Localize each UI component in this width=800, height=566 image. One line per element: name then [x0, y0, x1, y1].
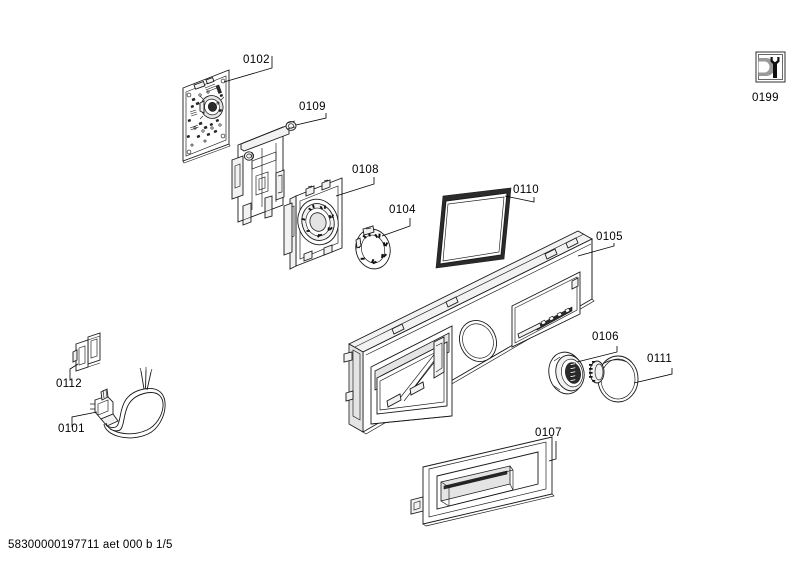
- part-0108-encoder-support-frame: [283, 177, 375, 270]
- part-label-0112: 0112: [56, 378, 82, 390]
- part-label-0108: 0108: [352, 164, 379, 176]
- part-0107-detergent-drawer-front: [410, 436, 557, 527]
- part-label-0109: 0109: [299, 101, 326, 113]
- part-label-0105: 0105: [596, 231, 623, 243]
- part-0111-selector-knob: [589, 355, 673, 403]
- part-label-0101: 0101: [58, 423, 85, 435]
- nut-icon: [758, 58, 775, 76]
- part-label-0106: 0106: [592, 331, 619, 343]
- part-0110-display-lens: [435, 187, 535, 269]
- part-label-0107: 0107: [535, 427, 562, 439]
- part-0199-service-tool-symbol: [755, 51, 786, 83]
- part-0101-power-cord: [71, 367, 166, 439]
- wrench-icon: [770, 57, 780, 78]
- document-footer: 58300000197711 aet 000 b 1/5: [8, 539, 173, 551]
- part-label-0102: 0102: [243, 54, 270, 66]
- part-0106-knob-bezel: [548, 346, 618, 395]
- part-label-0104: 0104: [389, 204, 416, 216]
- part-0105-fascia-panel: [343, 230, 615, 435]
- part-label-0199: 0199: [752, 92, 779, 104]
- part-label-0110: 0110: [513, 184, 539, 196]
- part-0104-detent-ring: [355, 218, 411, 270]
- part-0112-retaining-clip: [69, 332, 101, 380]
- part-0102-control-pcb: [182, 56, 273, 164]
- part-label-0111: 0111: [647, 353, 672, 365]
- part-0109-mounting-bracket: [231, 113, 327, 226]
